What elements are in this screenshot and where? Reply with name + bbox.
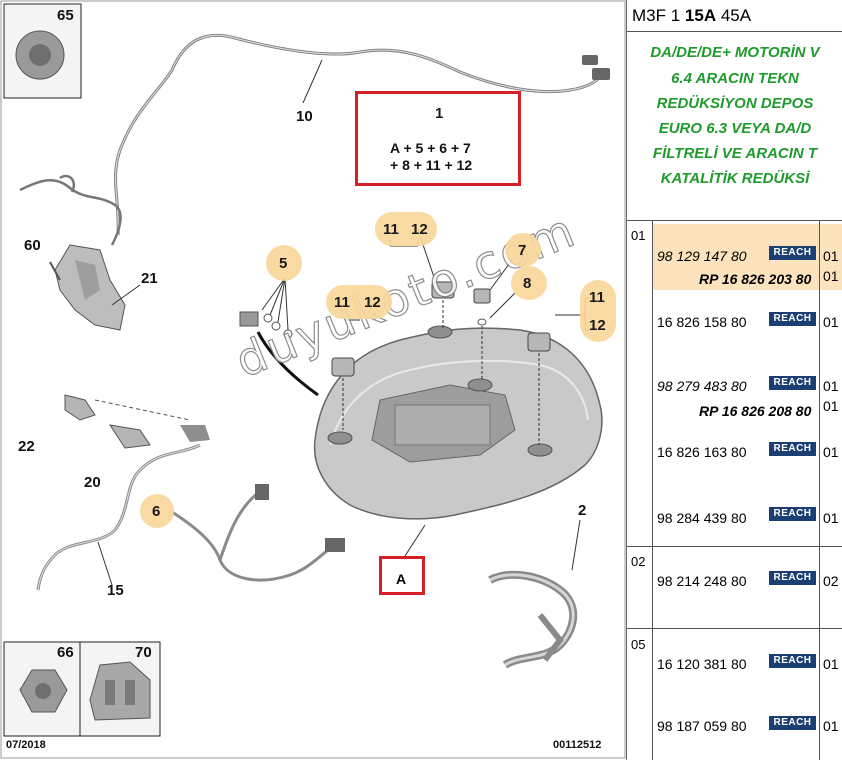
filler-pipe-drawing: [488, 570, 578, 669]
part-label-10[interactable]: 10: [296, 108, 313, 125]
qty-column-divider: [819, 220, 820, 760]
replacement-part-link[interactable]: RP 16 826 208 80: [699, 403, 812, 419]
quantity: 01: [823, 510, 839, 526]
quantity: 01: [823, 268, 839, 284]
title-bold: 15A: [684, 6, 717, 25]
group-separator: [627, 546, 842, 547]
clip-70-drawing: [89, 661, 151, 721]
pipe-connector-drawing: [582, 55, 610, 80]
part-label-70[interactable]: 70: [135, 644, 152, 661]
group-code: 01: [631, 228, 646, 243]
parts-list-panel: M3F 1 15A 45A DA/DE/DE+ MOTORİN V 6.4 AR…: [626, 0, 842, 760]
title-suffix: 45A: [716, 6, 752, 25]
assembly-a-label: A: [396, 571, 407, 587]
callout-11-left[interactable]: 11: [334, 294, 350, 311]
reach-badge: REACH: [769, 312, 816, 326]
reach-badge: REACH: [769, 654, 816, 668]
description-line: REDÜKSİYON DEPOS: [656, 95, 814, 112]
group-code: 02: [631, 554, 646, 569]
callout-11-top[interactable]: 11: [383, 221, 399, 238]
quantity: 01: [823, 398, 839, 414]
description-line: 6.4 ARACIN TEKN: [671, 70, 799, 87]
quantity: 01: [823, 378, 839, 394]
quantity: 01: [823, 718, 839, 734]
callout-bubble: [326, 285, 392, 319]
reach-badge: REACH: [769, 716, 816, 730]
grommet-drawing: [331, 281, 551, 377]
part-label-2[interactable]: 2: [578, 502, 587, 519]
callout-12-right[interactable]: 12: [589, 317, 606, 334]
quantity: 01: [823, 314, 839, 330]
title-separator: [627, 31, 842, 32]
description-line: EURO 6.3 VEYA DA/D: [658, 120, 812, 137]
exploded-parts-diagram: duyukoto.com A + 5 + 6 + 7 + 8 + 11 + 12…: [0, 0, 626, 760]
part-label-15[interactable]: 15: [107, 582, 124, 599]
quantity: 01: [823, 444, 839, 460]
part-number-link[interactable]: 98 279 483 80: [657, 378, 747, 394]
reach-badge: REACH: [769, 442, 816, 456]
description-line: KATALİTİK REDÜKSİ: [660, 170, 810, 187]
callout-bubble: [375, 212, 437, 246]
group-column-divider: [652, 220, 653, 760]
kit-line-2: + 8 + 11 + 12: [390, 157, 473, 173]
bracket-20-drawing: [108, 424, 151, 449]
callout-bubble: [505, 233, 541, 267]
part-label-65[interactable]: 65: [57, 7, 74, 24]
description-line: FİLTRELİ VE ARACIN T: [652, 145, 818, 162]
callout-11-right[interactable]: 11: [589, 289, 605, 306]
wiring-harness-6-drawing: [171, 510, 336, 582]
callout-8[interactable]: 8: [523, 275, 532, 292]
callout-bubble: [580, 280, 616, 342]
replacement-part-link[interactable]: RP 16 826 203 80: [699, 271, 812, 287]
part-number-link[interactable]: 98 187 059 80: [657, 718, 747, 734]
kit-line-1: A + 5 + 6 + 7: [390, 140, 471, 156]
callout-bubble: [511, 266, 547, 300]
callout-12-top[interactable]: 12: [411, 221, 428, 238]
bracket-22-drawing: [64, 394, 96, 421]
callout-bubble: [140, 494, 174, 528]
part-number-link[interactable]: 98 284 439 80: [657, 510, 747, 526]
assembly-a-box[interactable]: A: [379, 556, 425, 595]
quantity: 01: [823, 248, 839, 264]
callout-bubble: [266, 245, 302, 281]
reach-badge: REACH: [769, 571, 816, 585]
parts-list-title: M3F 1 15A 45A: [632, 6, 751, 26]
nut-65-drawing: [15, 30, 65, 80]
kit-contents-box: A + 5 + 6 + 7 + 8 + 11 + 12: [355, 91, 521, 186]
part-number-link[interactable]: 16 826 158 80: [657, 314, 747, 330]
quantity: 02: [823, 573, 839, 589]
part-label-21[interactable]: 21: [141, 270, 158, 287]
callout-12-left[interactable]: 12: [364, 294, 381, 311]
part-label-22[interactable]: 22: [18, 438, 35, 455]
header-separator: [627, 220, 842, 221]
part-number-link[interactable]: 98 129 147 80: [657, 248, 747, 264]
title-prefix: M3F 1: [632, 6, 685, 25]
drawing-number: 00112512: [553, 739, 602, 751]
part-number-link[interactable]: 16 120 381 80: [657, 656, 747, 672]
group-code: 05: [631, 637, 646, 652]
quantity: 01: [823, 656, 839, 672]
reach-badge: REACH: [769, 507, 816, 521]
wiring-harness-drawing: [19, 179, 122, 246]
part-label-66[interactable]: 66: [57, 644, 74, 661]
callout-1[interactable]: 1: [435, 105, 444, 122]
diagram-drawing: [0, 0, 626, 759]
part-number-link[interactable]: 16 826 163 80: [657, 444, 747, 460]
drawing-date: 07/2018: [6, 739, 46, 751]
callout-7[interactable]: 7: [518, 242, 527, 259]
nut-66-drawing: [19, 669, 68, 713]
callout-5[interactable]: 5: [279, 255, 288, 272]
part-number-link[interactable]: 98 214 248 80: [657, 573, 747, 589]
reach-badge: REACH: [769, 376, 816, 390]
part-label-20[interactable]: 20: [84, 474, 101, 491]
reach-badge: REACH: [769, 246, 816, 260]
group-separator: [627, 628, 842, 629]
wiring-harness-15-drawing: [36, 443, 201, 591]
callout-6[interactable]: 6: [152, 503, 161, 520]
description-line: DA/DE/DE+ MOTORİN V: [650, 44, 820, 61]
part-label-60[interactable]: 60: [24, 237, 41, 254]
